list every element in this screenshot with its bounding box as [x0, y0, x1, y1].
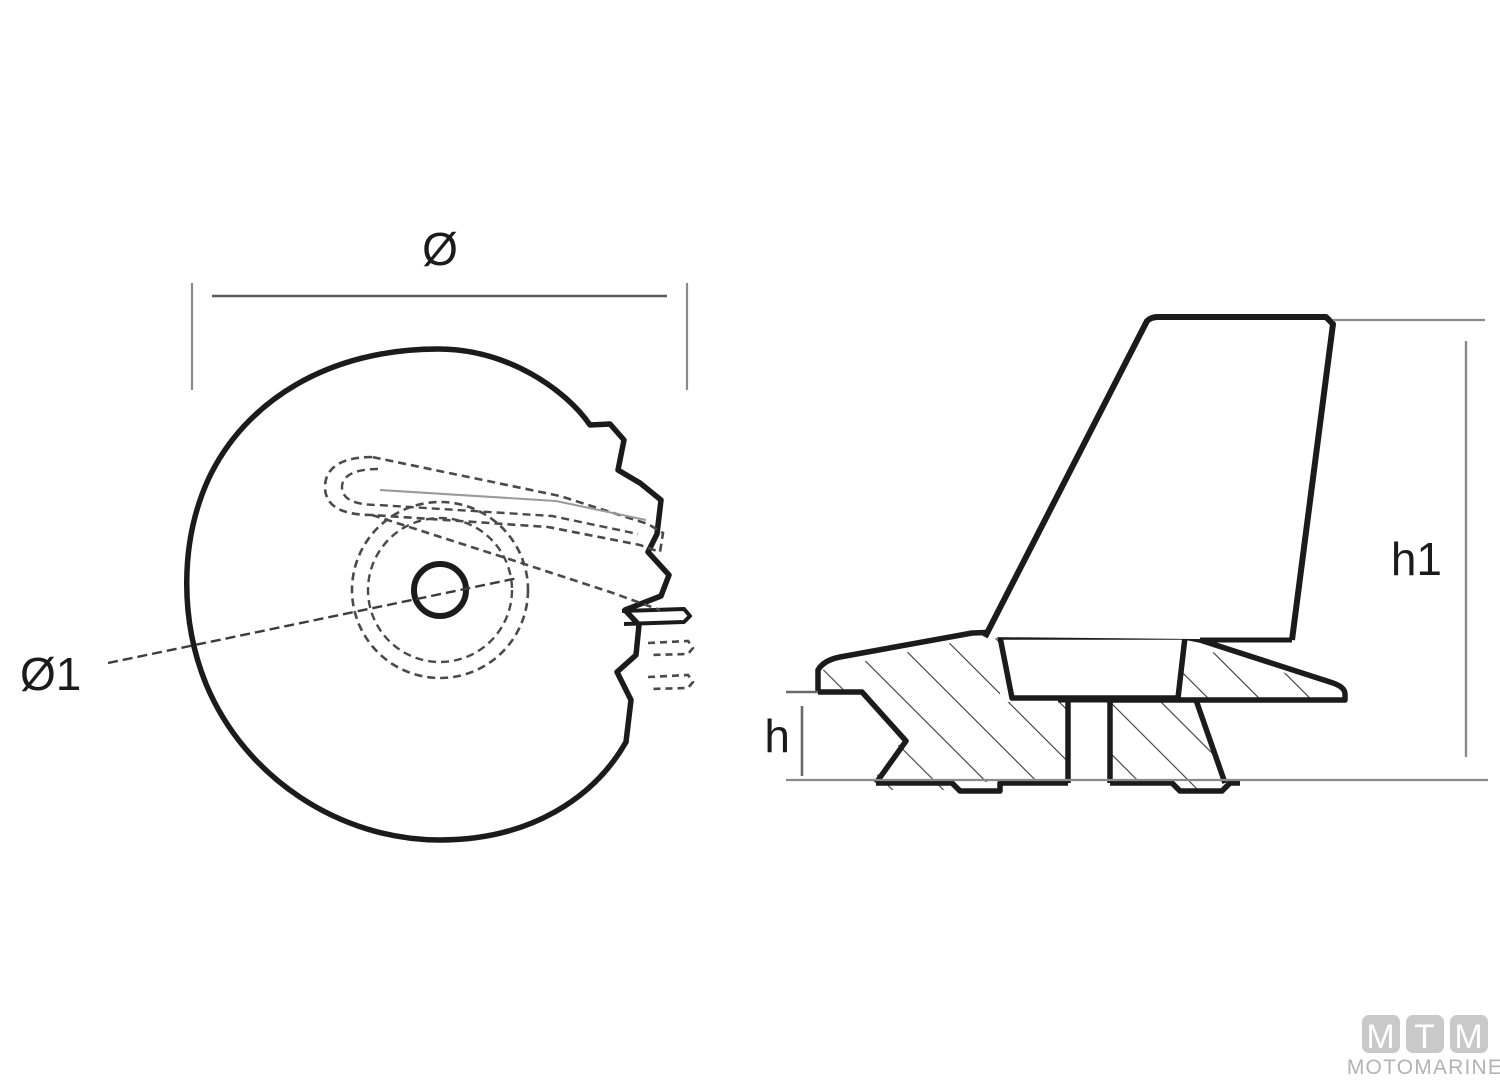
mtm-motomarine-logo: M T M MOTOMARINE	[1347, 1015, 1500, 1079]
bore-diameter-leader-line	[107, 576, 519, 665]
logo-tile-2	[1406, 1015, 1444, 1053]
center-recess	[997, 634, 1188, 701]
fin-ridge-outer	[323, 455, 665, 554]
base-right-taper	[1193, 699, 1228, 784]
hub-outer-circle	[350, 500, 530, 680]
base-right-flange	[1110, 634, 1348, 703]
logo-letter-3: M	[1454, 1018, 1483, 1056]
hub-inner-circle	[366, 516, 514, 664]
fin-ridge-inner	[340, 467, 639, 536]
edge-slot-3	[647, 673, 695, 691]
base-bottom-right	[1110, 780, 1240, 794]
diameter-dimension	[190, 283, 689, 390]
logo-subtitle: MOTOMARINE	[1347, 1056, 1500, 1079]
base-left-flange-top	[815, 629, 1001, 692]
fin-ridge-centerline	[379, 489, 647, 521]
logo-letter-1: M	[1366, 1018, 1395, 1056]
edge-slot-details	[621, 607, 695, 691]
fin-ridge-hidden	[323, 455, 665, 612]
disc-outline	[184, 346, 672, 843]
base-left-taper	[818, 689, 909, 785]
base-height-label: h	[764, 710, 790, 762]
base-bottom-left	[876, 780, 1068, 794]
edge-tab-1	[621, 607, 692, 626]
plan-view: Ø Ø1	[20, 223, 695, 843]
base-height-dimension	[786, 690, 1240, 782]
fin-outline	[982, 314, 1336, 641]
logo-tile-1	[1362, 1015, 1400, 1053]
overall-height-label: h1	[1391, 533, 1442, 585]
fin-ridge-lower-edge	[371, 513, 661, 612]
logo-tile-3	[1450, 1015, 1488, 1053]
logo-letter-2: T	[1414, 1018, 1436, 1056]
diameter-label: Ø	[422, 223, 458, 275]
bore-diameter-label: Ø1	[20, 648, 81, 700]
edge-slot-2	[647, 639, 695, 657]
